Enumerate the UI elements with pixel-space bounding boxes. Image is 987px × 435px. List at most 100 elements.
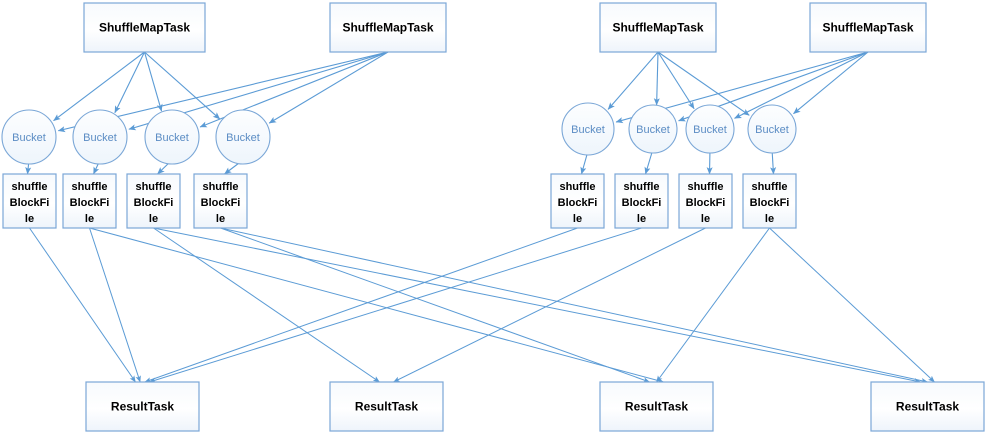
bucket-circle-5[interactable] xyxy=(561,102,615,156)
edge-sbf-1-to-rt-1 xyxy=(29,227,136,383)
bucket-node-1[interactable]: Bucket xyxy=(1,109,57,165)
shuffle-map-task-4-box[interactable] xyxy=(809,2,927,53)
shuffle-map-task-2[interactable]: ShuffleMapTask xyxy=(329,2,447,53)
edge-sbf-2-to-rt-3 xyxy=(89,227,664,384)
result-task-4[interactable]: ResultTask xyxy=(870,381,985,432)
result-task-3[interactable]: ResultTask xyxy=(599,381,714,432)
result-task-3-label: ResultTask xyxy=(625,400,688,414)
result-task-2-box[interactable] xyxy=(329,381,444,432)
bucket-circle-7[interactable] xyxy=(685,104,735,154)
bucket-label-2: Bucket xyxy=(83,132,117,144)
bucket-circle-8[interactable] xyxy=(747,104,797,154)
shuffle-block-file-4-box[interactable] xyxy=(193,173,248,229)
shuffle-block-file-6-box[interactable] xyxy=(614,173,669,229)
shuffle-block-file-4-label-line-3: le xyxy=(216,213,225,225)
shuffle-block-file-7-box[interactable] xyxy=(678,173,733,229)
result-task-3-box[interactable] xyxy=(599,381,714,432)
edge-smt-3-to-bucket-6 xyxy=(653,51,660,106)
bucket-label-6: Bucket xyxy=(636,124,670,136)
shuffle-block-file-2-box[interactable] xyxy=(62,173,117,229)
shuffle-block-file-3-label-line-3: le xyxy=(149,213,158,225)
edge-group-bucket-to-file xyxy=(25,148,777,175)
edge-smt-2-to-bucket-4 xyxy=(268,51,389,124)
bucket-node-6[interactable]: Bucket xyxy=(628,104,678,154)
edge-sbf-7-to-rt-2 xyxy=(393,227,706,383)
shuffle-block-file-2-label-line-3: le xyxy=(85,213,94,225)
edge-group-file-to-result xyxy=(29,227,935,384)
bucket-label-5: Bucket xyxy=(571,124,605,136)
edge-smt-3-to-bucket-8 xyxy=(657,51,750,116)
shuffle-block-file-6-label-line-3: le xyxy=(637,213,646,225)
bucket-node-8[interactable]: Bucket xyxy=(747,104,797,154)
result-task-2[interactable]: ResultTask xyxy=(329,381,444,432)
edge-smt-1-to-bucket-1 xyxy=(53,51,145,122)
bucket-node-4[interactable]: Bucket xyxy=(215,109,271,165)
result-task-4-label: ResultTask xyxy=(896,400,959,414)
bucket-label-3: Bucket xyxy=(155,132,189,144)
shuffle-block-file-4-label-line-1: shuffle xyxy=(202,181,238,193)
bucket-label-4: Bucket xyxy=(226,132,260,144)
edge-sbf-4-to-rt-3 xyxy=(220,227,650,383)
result-task-1-box[interactable] xyxy=(85,381,200,432)
bucket-circle-2[interactable] xyxy=(72,109,128,165)
shuffle-map-task-2-label: ShuffleMapTask xyxy=(342,21,433,35)
bucket-circle-3[interactable] xyxy=(144,109,200,165)
edge-sbf-3-to-rt-2 xyxy=(153,227,380,383)
shuffle-block-file-6-label-line-2: BlockFi xyxy=(622,197,662,209)
shuffle-map-task-3[interactable]: ShuffleMapTask xyxy=(599,2,717,53)
shuffle-block-file-1-label-line-2: BlockFi xyxy=(10,197,50,209)
shuffle-map-task-1[interactable]: ShuffleMapTask xyxy=(83,2,206,53)
shuffle-map-task-1-box[interactable] xyxy=(83,2,206,53)
edge-sbf-8-to-rt-4 xyxy=(769,227,935,383)
shuffle-block-file-5-label-line-2: BlockFi xyxy=(558,197,598,209)
bucket-circle-1[interactable] xyxy=(1,109,57,165)
shuffle-block-file-3-box[interactable] xyxy=(126,173,181,229)
edge-smt-4-to-bucket-7 xyxy=(734,51,869,119)
shuffle-block-file-5-label-line-1: shuffle xyxy=(559,181,595,193)
shuffle-map-task-3-label: ShuffleMapTask xyxy=(612,21,703,35)
edge-smt-1-to-bucket-4 xyxy=(144,51,221,120)
shuffle-block-file-1-box[interactable] xyxy=(2,173,57,229)
shuffle-block-file-1-label-line-3: le xyxy=(25,213,34,225)
shuffle-map-task-3-box[interactable] xyxy=(599,2,717,53)
shuffle-block-file-4-label-line-2: BlockFi xyxy=(201,197,241,209)
shuffle-block-file-5-box[interactable] xyxy=(550,173,605,229)
shuffle-map-task-1-label: ShuffleMapTask xyxy=(99,21,190,35)
edge-smt-3-to-bucket-7 xyxy=(657,51,695,110)
shuffle-map-task-4[interactable]: ShuffleMapTask xyxy=(809,2,927,53)
edge-smt-1-to-bucket-3 xyxy=(143,51,163,112)
shuffle-map-task-2-box[interactable] xyxy=(329,2,447,53)
bucket-label-1: Bucket xyxy=(12,132,46,144)
bucket-node-5[interactable]: Bucket xyxy=(561,102,615,156)
bucket-node-3[interactable]: Bucket xyxy=(144,109,200,165)
shuffle-block-file-8-label-line-1: shuffle xyxy=(751,181,787,193)
edge-sbf-8-to-rt-3 xyxy=(656,227,770,383)
bucket-label-7: Bucket xyxy=(693,124,727,136)
shuffle-block-file-2-label-line-2: BlockFi xyxy=(70,197,110,209)
edge-smt-3-to-bucket-5 xyxy=(607,51,659,110)
result-task-1[interactable]: ResultTask xyxy=(85,381,200,432)
bucket-label-8: Bucket xyxy=(755,124,789,136)
bucket-node-7[interactable]: Bucket xyxy=(685,104,735,154)
shuffle-block-file-7-label-line-3: le xyxy=(701,213,710,225)
result-task-2-label: ResultTask xyxy=(355,400,418,414)
edge-smt-1-to-bucket-2 xyxy=(114,51,145,114)
bucket-circle-4[interactable] xyxy=(215,109,271,165)
shuffle-block-file-2-label-line-1: shuffle xyxy=(71,181,107,193)
result-task-4-box[interactable] xyxy=(870,381,985,432)
shuffle-block-file-8-box[interactable] xyxy=(742,173,797,229)
bucket-node-2[interactable]: Bucket xyxy=(72,109,128,165)
shuffle-block-file-5-label-line-3: le xyxy=(573,213,582,225)
bucket-circle-6[interactable] xyxy=(628,104,678,154)
shuffle-block-file-7-label-line-2: BlockFi xyxy=(686,197,726,209)
